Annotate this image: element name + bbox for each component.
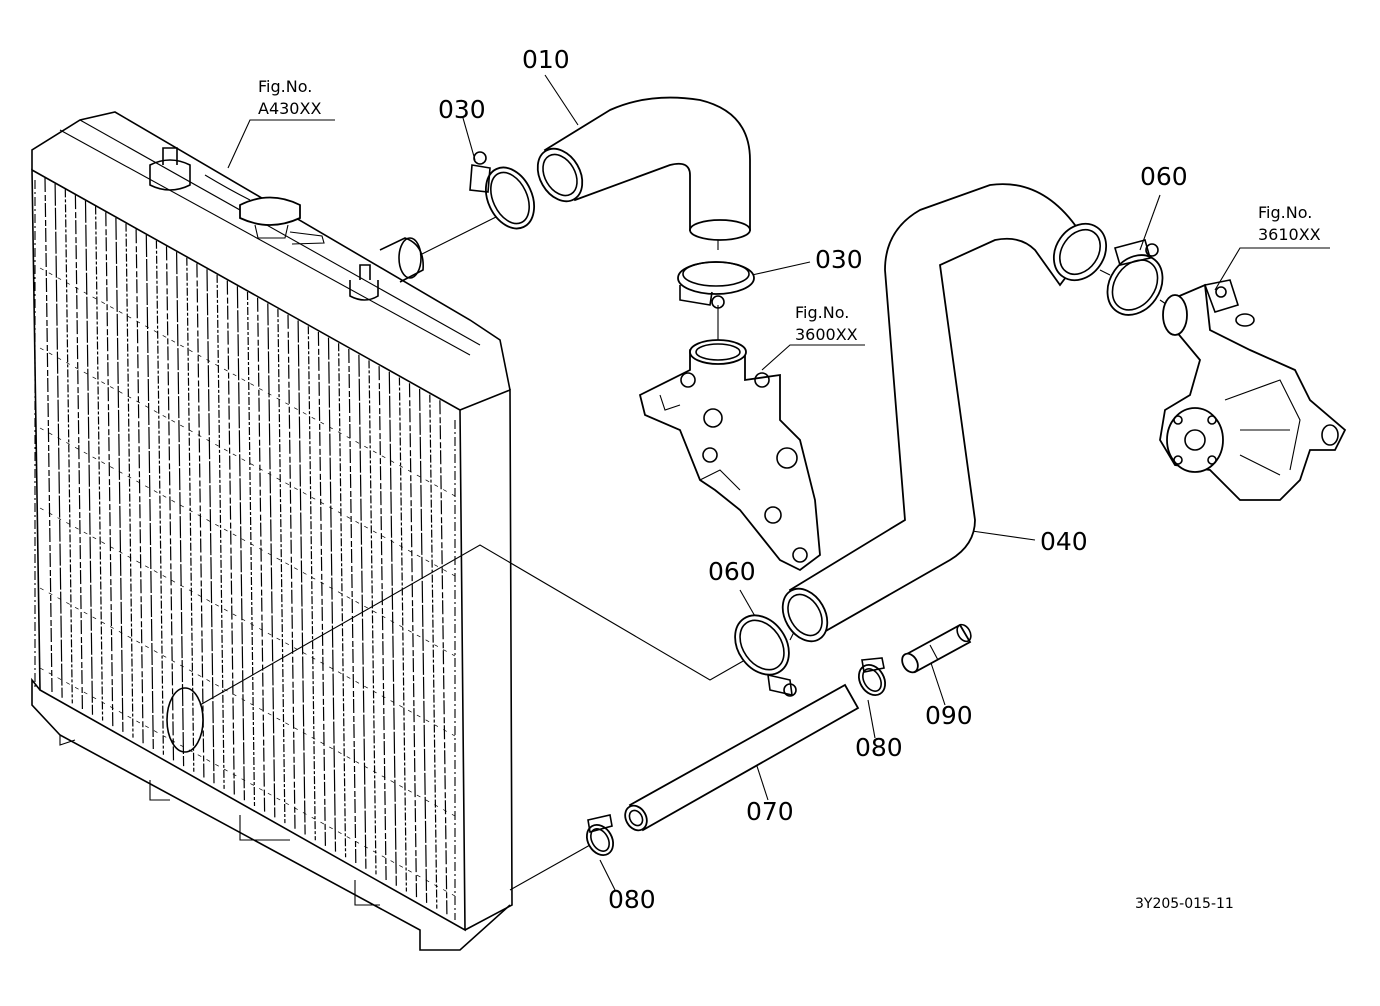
label-060-lower: 060 (708, 557, 756, 586)
label-080-left: 080 (608, 885, 656, 914)
radiator-fin (115, 217, 124, 732)
label-040: 040 (1040, 527, 1088, 556)
drawing-code: 3Y205-015-11 (1135, 896, 1234, 912)
radiator-fin (439, 400, 448, 915)
radiator-fin (398, 377, 407, 892)
label-080-right: 080 (855, 733, 903, 762)
long-hose-040 (781, 183, 1108, 643)
radiator-fin (125, 223, 134, 738)
water-pump (1159, 279, 1347, 501)
radiator-fin (165, 246, 175, 761)
radiator-fin (368, 360, 377, 875)
radiator-fins (39, 177, 456, 915)
radiator-fin (155, 240, 164, 755)
radiator-fin (267, 303, 276, 818)
figref-a430-line1: Fig.No. (258, 77, 312, 96)
figref-a430-line2: A430XX (258, 99, 321, 118)
radiator-fin (408, 383, 418, 898)
radiator-fin (135, 229, 144, 744)
radiator-fin (206, 269, 215, 784)
radiator-fin (54, 183, 63, 698)
radiator-fin (246, 291, 256, 807)
hose-clamp-060-lower (734, 614, 797, 697)
upper-hose-010 (536, 96, 751, 241)
thermostat-housing (638, 339, 821, 572)
radiator-fin (348, 348, 357, 864)
label-030-top: 030 (438, 95, 486, 124)
hose-clamp-030-top (469, 151, 535, 230)
figref-3610-line1: Fig.No. (1258, 203, 1312, 222)
radiator-fin (419, 388, 428, 903)
radiator-fin (74, 195, 83, 710)
leader-lines (199, 74, 1330, 891)
label-060-right: 060 (1140, 162, 1188, 191)
figure-references: Fig.No. A430XX Fig.No. 3600XX Fig.No. 36… (258, 77, 1321, 344)
radiator-fin (388, 371, 397, 886)
radiator-fin (44, 177, 53, 693)
radiator-fin (226, 280, 235, 795)
label-010: 010 (522, 45, 570, 74)
radiator-fin (327, 337, 337, 852)
hose-clamp-080-right (857, 657, 887, 696)
radiator-fin (105, 212, 114, 727)
figref-3600-line1: Fig.No. (795, 303, 849, 322)
radiator-fin (64, 189, 73, 704)
radiator-fin (257, 297, 266, 812)
figref-3600-line2: 3600XX (795, 325, 858, 344)
radiator-fin (287, 314, 296, 829)
radiator-fin (186, 257, 195, 772)
radiator-fin (378, 366, 387, 881)
radiator-fin (84, 200, 94, 715)
small-hose-070 (624, 683, 860, 832)
hose-clamp-030-mid (677, 261, 755, 309)
label-070: 070 (746, 797, 794, 826)
radiator-fin (307, 326, 316, 841)
radiator-fin (145, 234, 154, 750)
radiator (31, 111, 513, 951)
part-labels: 010 030 030 060 040 060 090 080 070 080 (438, 45, 1188, 914)
label-090: 090 (925, 701, 973, 730)
radiator-fin (429, 394, 438, 909)
radiator-fin (297, 320, 306, 835)
label-030-mid: 030 (815, 245, 863, 274)
radiator-fin (216, 274, 225, 789)
pipe-fitting-090 (901, 623, 972, 674)
radiator-fin (95, 206, 104, 721)
radiator-fin (277, 309, 286, 824)
radiator-fin (196, 263, 205, 778)
figref-3610-line2: 3610XX (1258, 225, 1321, 244)
radiator-fin (338, 343, 347, 858)
hose-clamp-080-left (585, 814, 615, 856)
hose-clamp-060-right (1106, 239, 1164, 316)
radiator-fin (176, 252, 185, 767)
radiator-fin (317, 331, 326, 846)
radiator-fin (236, 286, 245, 801)
